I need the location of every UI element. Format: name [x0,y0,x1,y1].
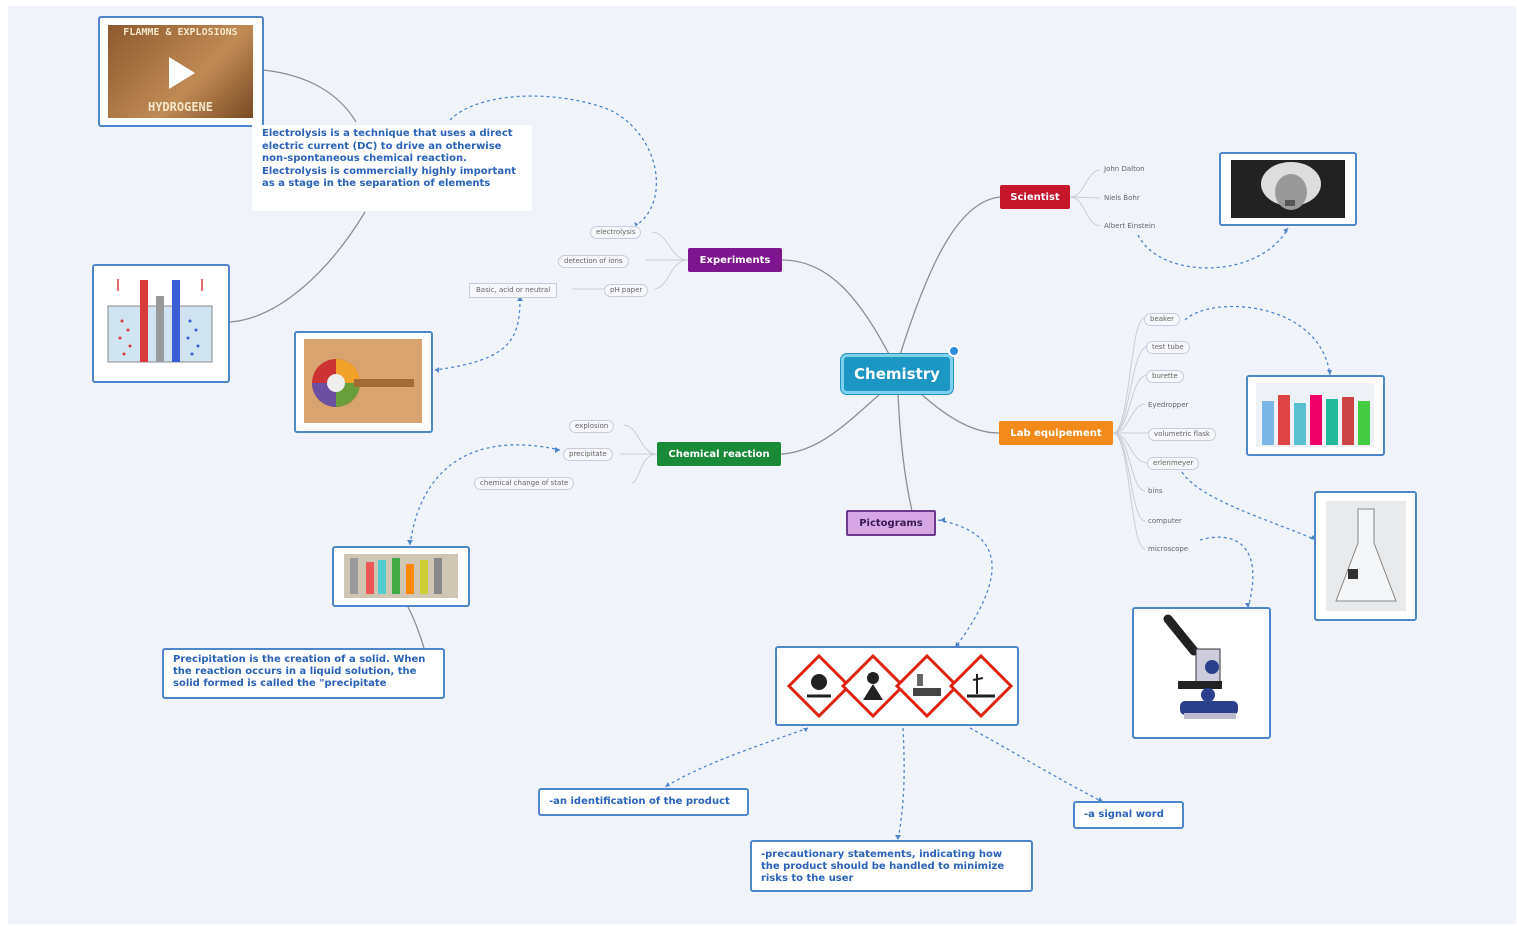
video-subtitle: HYDROGENE [147,100,214,114]
microscope-photo [1163,614,1238,719]
play-icon[interactable] [165,55,199,91]
erlenmeyer-image[interactable] [1314,491,1417,621]
branch-pictograms[interactable]: Pictograms [846,510,936,536]
ph-color-wheel [304,339,422,423]
erlenmeyer-photo [1326,501,1406,611]
ghs-pictograms-image[interactable] [775,646,1019,726]
subtopic-electrolysis[interactable]: electrolysis [590,226,642,239]
link-video-electrolysis [262,69,357,123]
subtopic-burette[interactable]: burette [1146,370,1184,383]
subtopic-beaker[interactable]: beaker [1144,313,1181,326]
note-identification[interactable]: -an identification of the product [538,788,749,816]
link-central-picto [897,393,913,512]
video-frame: FLAMME & EXPLOSIONS HYDROGENE [108,25,253,118]
pictogram-strip [786,653,1014,719]
subtopic-precipitate[interactable]: precipitate [563,448,613,461]
subtopic-niels-bohr[interactable]: Niels Bohr [1104,194,1140,202]
branch-reaction-label: Chemical reaction [668,448,770,460]
subtopic-john-dalton[interactable]: John Dalton [1104,165,1145,173]
note-precipitation[interactable]: Precipitation is the creation of a solid… [162,648,445,699]
subtopic-bins[interactable]: bins [1148,487,1163,495]
test-tubes-image[interactable] [332,546,470,607]
add-topic-icon[interactable] [948,345,960,357]
central-topic[interactable]: Chemistry [841,354,953,394]
branch-scientist[interactable]: Scientist [1000,185,1070,209]
einstein-photo-image[interactable] [1219,152,1357,226]
subtopic-microscope[interactable]: microscope [1148,545,1189,553]
subtopic-albert-einstein[interactable]: Albert Einstein [1104,222,1156,230]
video-thumbnail[interactable]: FLAMME & EXPLOSIONS HYDROGENE [98,16,264,127]
corrosive-pictogram [894,653,960,719]
link-central-experiments [781,259,891,357]
subtopic-volumetric-flask[interactable]: volumetric flask [1148,428,1216,441]
subtopic-basic-acid-neutral[interactable]: Basic, acid or neutral [469,283,558,298]
branch-lab-label: Lab equipement [1010,427,1102,439]
link-central-reaction [780,393,881,455]
note-signal-word[interactable]: -a signal word [1073,801,1184,829]
test-tubes-photo [344,554,458,598]
subtopic-chemical-change-of-state[interactable]: chemical change of state [474,477,575,490]
link-central-scientist [899,196,1002,356]
toxic-pictogram [786,653,852,719]
subtopic-ph-paper[interactable]: pH paper [604,284,649,297]
branch-lab-equipement[interactable]: Lab equipement [999,421,1113,445]
subtopic-erlenmeyer[interactable]: erlenmeyer [1147,457,1200,470]
electrolysis-cell [107,279,213,363]
electrolysis-cell-image[interactable] [92,264,230,383]
subtopic-test-tube[interactable]: test tube [1146,341,1190,354]
subtopic-eyedropper[interactable]: Eyedropper [1148,401,1189,409]
note-precautionary[interactable]: -precautionary statements, indicating ho… [750,840,1033,892]
colored-vials-image[interactable] [1246,375,1385,456]
link-central-lab [919,392,1000,434]
branch-chemical-reaction[interactable]: Chemical reaction [657,442,781,466]
link-note-cell [229,211,366,323]
branch-experiments-label: Experiments [699,254,771,266]
central-topic-label: Chemistry [854,365,940,383]
ph-color-wheel-image[interactable] [294,331,433,433]
environment-pictogram [948,653,1014,719]
branch-picto-label: Pictograms [859,517,923,529]
branch-scientist-label: Scientist [1010,191,1060,203]
branch-experiments[interactable]: Experiments [688,248,782,272]
subtopic-detection-of-ions[interactable]: detection of ions [558,255,629,268]
einstein-photo [1231,160,1345,218]
video-title: FLAMME & EXPLOSIONS [123,27,238,38]
link-tubes-note [407,606,425,649]
note-electrolysis[interactable]: Electrolysis is a technique that uses a … [252,125,532,211]
health-hazard-pictogram [840,653,906,719]
colored-vials-photo [1256,383,1374,447]
subtopic-computer[interactable]: computer [1148,517,1182,525]
subtopic-explosion[interactable]: explosion [569,420,615,433]
microscope-image[interactable] [1132,607,1271,739]
